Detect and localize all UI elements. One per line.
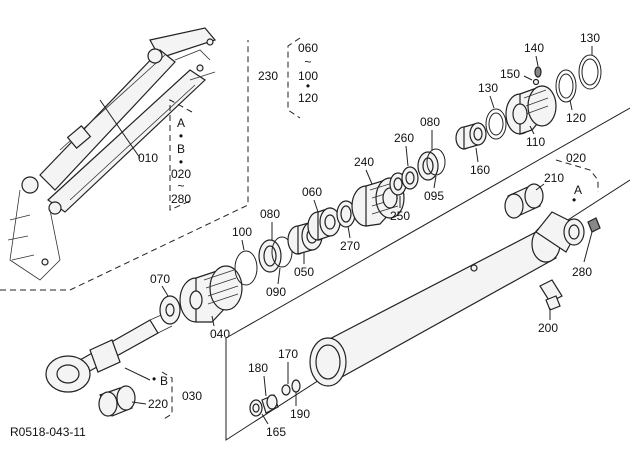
- bracket-010-line-6: ~: [177, 179, 184, 193]
- callout-160: 160: [470, 163, 490, 177]
- callout-070: 070: [150, 272, 170, 286]
- collar-160: [455, 122, 487, 150]
- marker-a: A: [574, 183, 582, 197]
- ring-060: [307, 207, 341, 241]
- callout-050: 050: [294, 265, 314, 279]
- callout-030: 030: [182, 389, 202, 403]
- callout-020: 020: [566, 151, 586, 165]
- callout-040: 040: [210, 327, 230, 341]
- bracket-010-line-5: 020: [171, 167, 191, 181]
- callout-080b: 080: [420, 115, 440, 129]
- bracket-230-line-1: 060: [298, 41, 318, 55]
- callout-110: 110: [526, 135, 545, 149]
- callout-230: 230: [258, 69, 278, 83]
- callout-165: 165: [266, 425, 286, 439]
- bracket-010-line-7: 280: [171, 192, 191, 206]
- grease-nipple-280: [587, 217, 601, 233]
- callout-210: 210: [544, 171, 564, 185]
- piston-rod: [45, 311, 173, 393]
- bushing-210: [504, 183, 544, 219]
- bracket-020: [555, 159, 599, 192]
- bushing-220: [98, 385, 136, 417]
- bracket-030: [161, 371, 173, 421]
- marker-b-dot: •: [152, 372, 156, 386]
- callout-250: 250: [390, 209, 410, 223]
- bracket-230-line-2: ~: [304, 55, 311, 69]
- boom-frame: [0, 40, 249, 291]
- callout-270: 270: [340, 239, 360, 253]
- callout-130a: 130: [478, 81, 498, 95]
- piston-040: [179, 265, 243, 323]
- callout-260: 260: [394, 131, 414, 145]
- fitting-200: [539, 279, 563, 311]
- bracket-010-line-4: •: [179, 155, 183, 169]
- ring-130: [485, 108, 507, 140]
- bracket-230-line-4: •: [306, 79, 310, 93]
- callout-190: 190: [290, 407, 310, 421]
- ring-170: [281, 384, 291, 396]
- callout-170: 170: [278, 347, 298, 361]
- callout-130b: 130: [580, 31, 600, 45]
- marker-a-dot: •: [572, 193, 576, 207]
- callout-010: 010: [138, 151, 158, 165]
- callout-280: 280: [572, 265, 592, 279]
- marker-b: B: [160, 374, 168, 388]
- callout-150: 150: [500, 67, 520, 81]
- bracket-010-line-1: A: [177, 116, 185, 130]
- cylinder-tube: [309, 211, 585, 387]
- ring-190: [291, 379, 301, 393]
- callout-080a: 080: [260, 207, 280, 221]
- nut-070: [159, 295, 181, 325]
- ring-100: [234, 250, 258, 286]
- ring-130-second: [578, 54, 602, 90]
- boom-assembly-illustration: [7, 27, 217, 281]
- bracket-230-line-5: 120: [298, 91, 318, 105]
- screw-140: [534, 66, 542, 78]
- washer-150: [532, 78, 540, 86]
- callout-120: 120: [566, 111, 586, 125]
- callout-220: 220: [148, 397, 168, 411]
- bracket-010-line-2: •: [179, 129, 183, 143]
- callout-200: 200: [538, 321, 558, 335]
- callout-095: 095: [424, 189, 444, 203]
- ring-120: [555, 69, 577, 103]
- callout-100: 100: [232, 225, 252, 239]
- drawing-code: R0518-043-11: [10, 425, 86, 439]
- bracket-230: [287, 37, 301, 119]
- callout-060: 060: [302, 185, 322, 199]
- callout-090: 090: [266, 285, 286, 299]
- cylinder-head-110: [505, 85, 557, 135]
- bracket-010-line-3: B: [177, 142, 185, 156]
- bracket-230-line-3: 100: [298, 69, 318, 83]
- callout-180: 180: [248, 361, 268, 375]
- callout-140: 140: [524, 41, 544, 55]
- ring-095: [426, 148, 446, 176]
- bracket-010: [169, 99, 193, 211]
- callout-240: 240: [354, 155, 374, 169]
